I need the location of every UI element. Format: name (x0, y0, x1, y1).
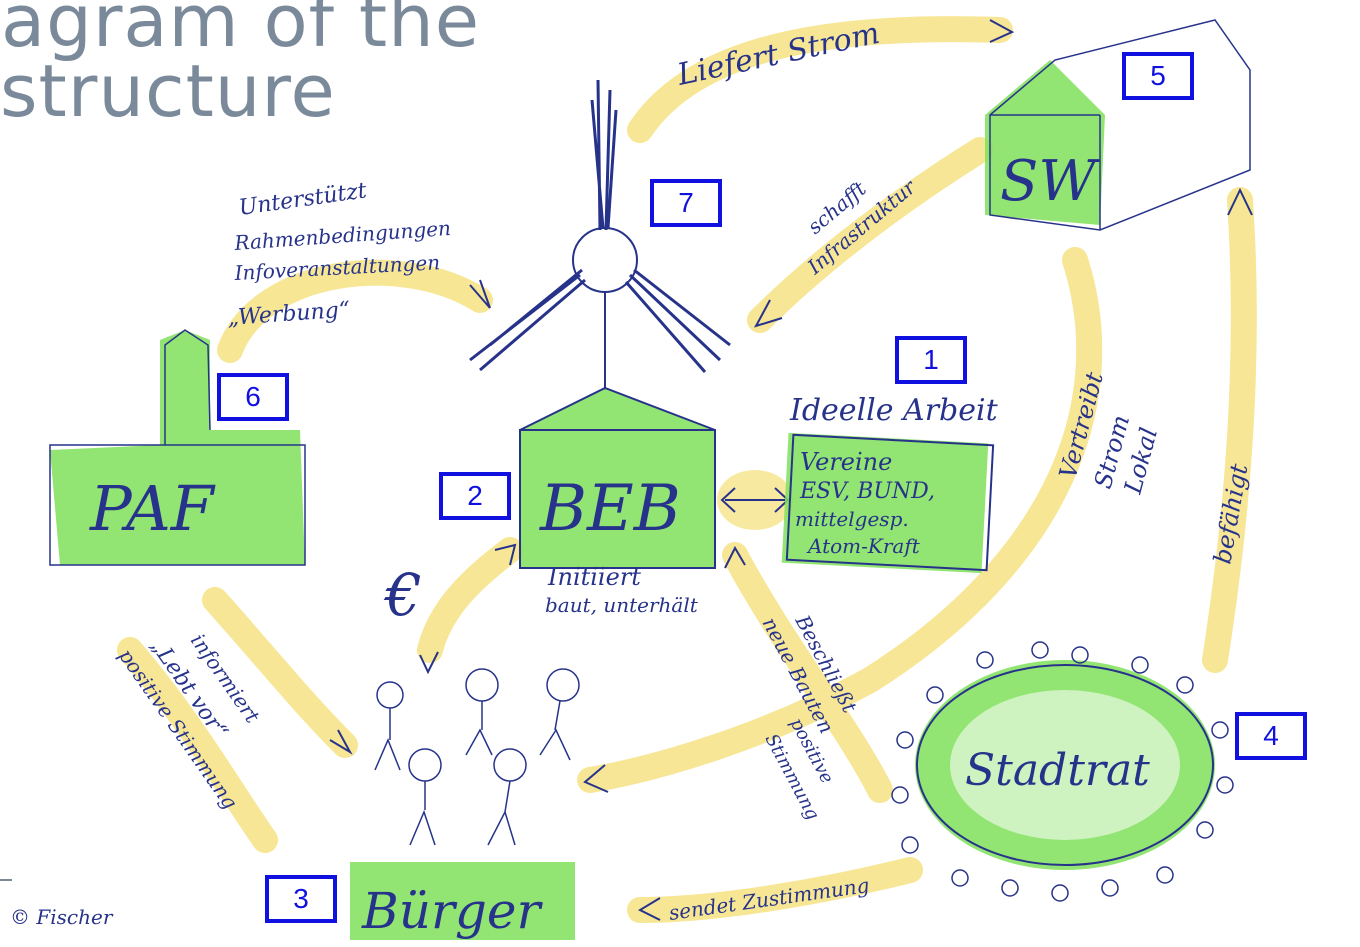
badge-5: 5 (1122, 52, 1194, 100)
badge-7: 7 (650, 179, 722, 227)
ideelle-line-2: ESV, BUND, (799, 479, 935, 504)
sw-building: SW (985, 19, 1251, 231)
label-unterstuetzt-2: Rahmenbedingungen (233, 216, 452, 255)
stadtrat-table: Stadtrat (891, 641, 1234, 902)
arrow-befaehigt (1202, 187, 1257, 673)
badge-3: 3 (265, 875, 337, 923)
stadtrat-label: Stadtrat (965, 745, 1150, 796)
arrow-informiert (202, 587, 358, 758)
arrow-liefert-strom (627, 16, 1013, 143)
label-initiiert-1: Initiiert (547, 563, 641, 591)
wind-turbine-icon (469, 79, 731, 390)
double-arrow (717, 470, 793, 530)
buerger-label: Bürger (361, 882, 543, 940)
ideelle-heading: Ideelle Arbeit (789, 393, 999, 428)
ideelle-box: Vereine ESV, BUND, mittelgesp. Atom-Kraf… (781, 432, 995, 574)
arrow-unterstuetzt (217, 259, 493, 363)
label-initiiert-2: baut, unterhält (545, 593, 699, 617)
badge-2: 2 (439, 472, 511, 520)
ideelle-line-3: mittelgesp. (795, 507, 909, 531)
arrow-sendet (627, 857, 923, 923)
highlighter-arrows (117, 16, 1257, 923)
ideelle-line-1: Vereine (800, 448, 892, 476)
beb-house: BEB (519, 386, 716, 569)
label-befaehigt: befähigt (1208, 461, 1253, 566)
paf-label: PAF (89, 472, 216, 545)
title-line-1: iagram of the (0, 0, 481, 63)
citizens-icon (374, 668, 580, 846)
copyright: © Fischer (10, 905, 113, 929)
stadtrat-seats (891, 641, 1234, 902)
label-euro: € (383, 561, 422, 629)
arrow-heads (329, 19, 1253, 921)
arrow-informiert-2 (117, 637, 278, 853)
beb-label: BEB (539, 472, 681, 546)
badge-6: 6 (217, 373, 289, 421)
label-unterstuetzt-4: „Werbung“ (227, 297, 351, 330)
arrow-vertreibt (577, 247, 1103, 793)
label-liefert-strom: Liefert Strom (673, 16, 882, 93)
badge-1: 1 (895, 336, 967, 384)
title-line-2: structure (0, 49, 336, 133)
label-sendet: sendet Zustimmung (667, 873, 870, 925)
badge-4: 4 (1235, 712, 1307, 760)
arrow-schafft (747, 137, 993, 333)
sw-label: SW (1000, 149, 1100, 214)
page-title: iagram of the structure (0, 0, 500, 133)
ideelle-line-4: Atom-Kraft (806, 534, 921, 558)
arrow-initiiert-euro (417, 537, 523, 663)
buerger-box: Bürger (350, 862, 575, 940)
paf-sign: PAF (49, 329, 306, 566)
arrow-beschliesst (722, 542, 893, 803)
label-unterstuetzt-1: Unterstützt (237, 178, 368, 221)
